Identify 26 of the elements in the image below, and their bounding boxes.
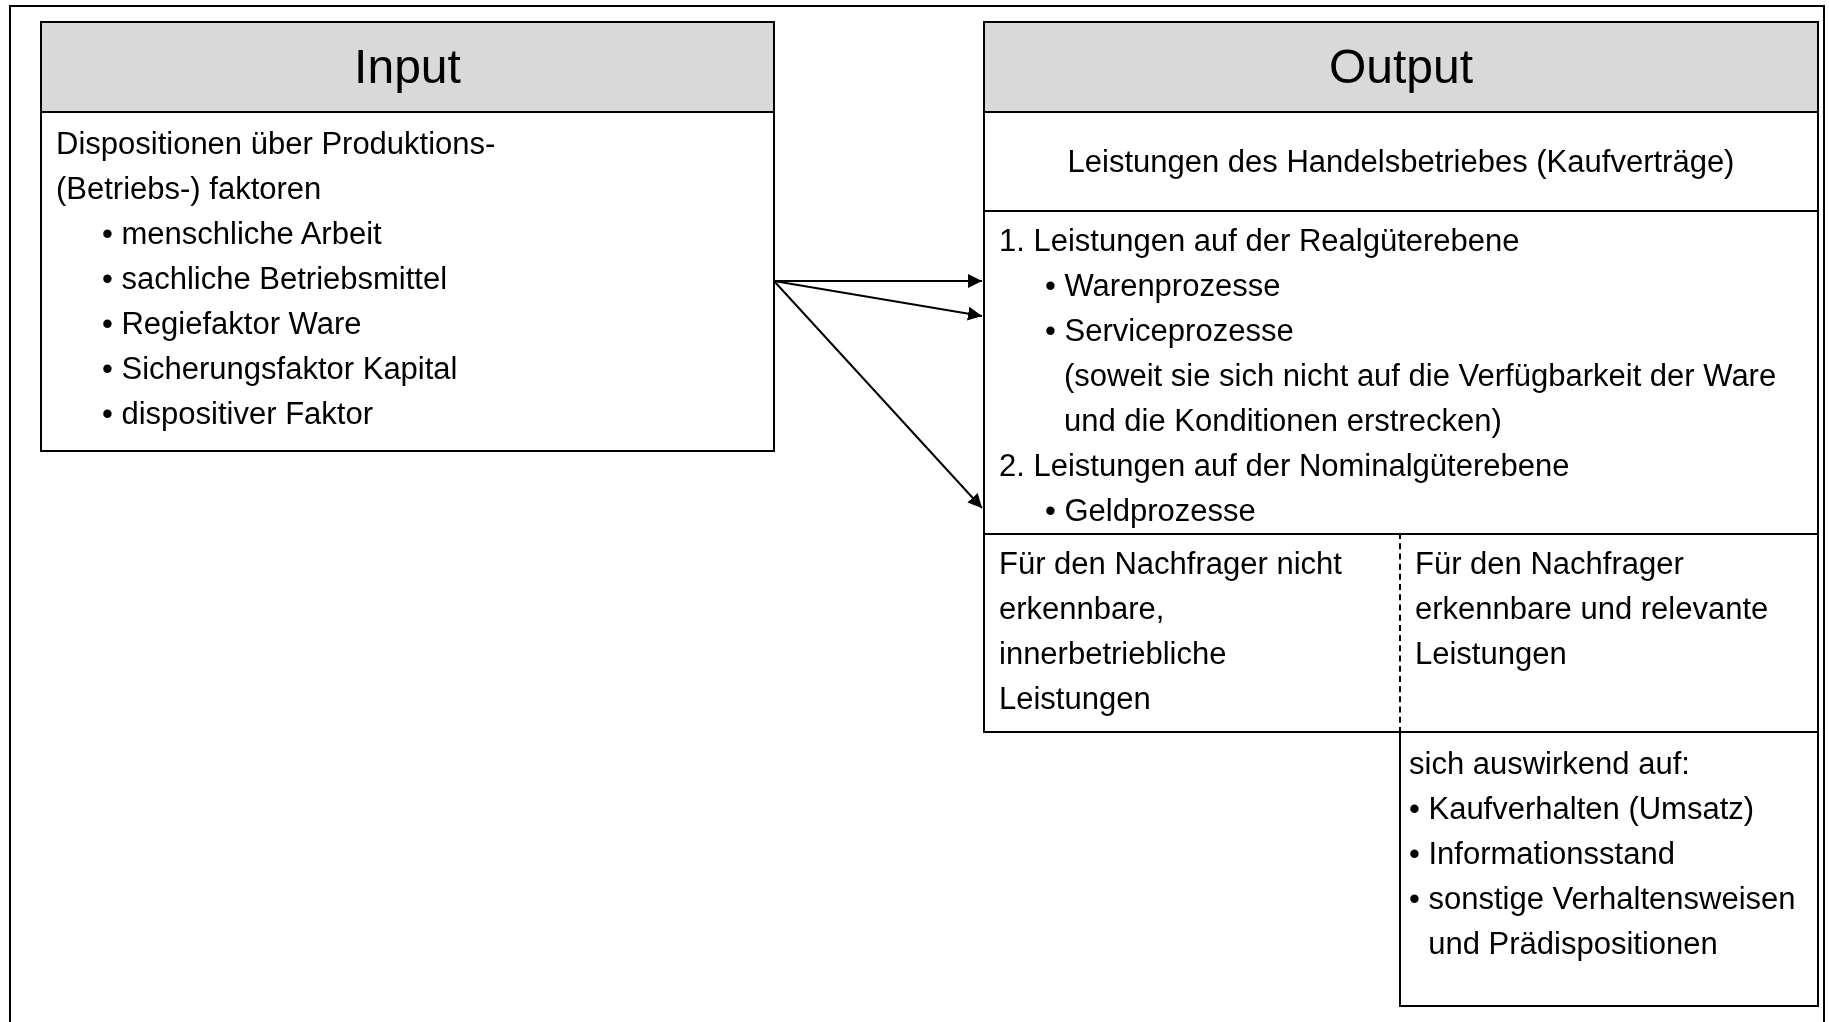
numbered-item: 2. Leistungen auf der Nominalgüterebene	[999, 447, 1571, 485]
input-box	[40, 21, 775, 452]
box-text: Leistungen des Handelsbetriebes (Kaufverträge)	[1067, 143, 1735, 181]
bullet-item: • Warenprozesse	[1045, 267, 1282, 305]
bullet-item: • sonstige Verhaltensweisen und Prädispositionen	[1409, 880, 1797, 963]
bullet-item: • dispositiver Faktor	[102, 395, 374, 433]
arrow	[773, 280, 983, 321]
bullet-item: • Regiefaktor Ware	[102, 305, 363, 343]
box-heading: Output	[985, 23, 1817, 113]
numbered-item: 1. Leistungen auf der Realgüterebene	[999, 222, 1521, 260]
effects-box	[1399, 731, 1819, 1007]
bullet-item: • Informationsstand	[1409, 835, 1676, 873]
bullet-note: (soweit sie sich nicht auf die Verfügbarkeit der Ware und die Konditionen erstrecken)	[1064, 357, 1778, 440]
box-text: sich auswirkend auf:	[1409, 745, 1691, 783]
output-box	[983, 21, 1819, 733]
bullet-item: • Geldprozesse	[1045, 492, 1257, 530]
bullet-item: • Sicherungsfaktor Kapital	[102, 350, 459, 388]
bullet-item: • Serviceprozesse	[1045, 312, 1295, 350]
box-text: Dispositionen über Produktions-(Betriebs-) faktoren	[56, 125, 497, 208]
bullet-item: • menschliche Arbeit	[102, 215, 383, 253]
bullet-item: • Kaufverhalten (Umsatz)	[1409, 790, 1756, 828]
box-text: Für den Nachfrager nicht erkennbare, innerbetriebliche Leistungen	[999, 545, 1343, 718]
box-text: Für den Nachfrager erkennbare und relevante Leistungen	[1415, 545, 1770, 673]
bullet-item: • sachliche Betriebsmittel	[102, 260, 449, 298]
arrow	[773, 280, 983, 509]
box-heading: Input	[42, 23, 773, 113]
